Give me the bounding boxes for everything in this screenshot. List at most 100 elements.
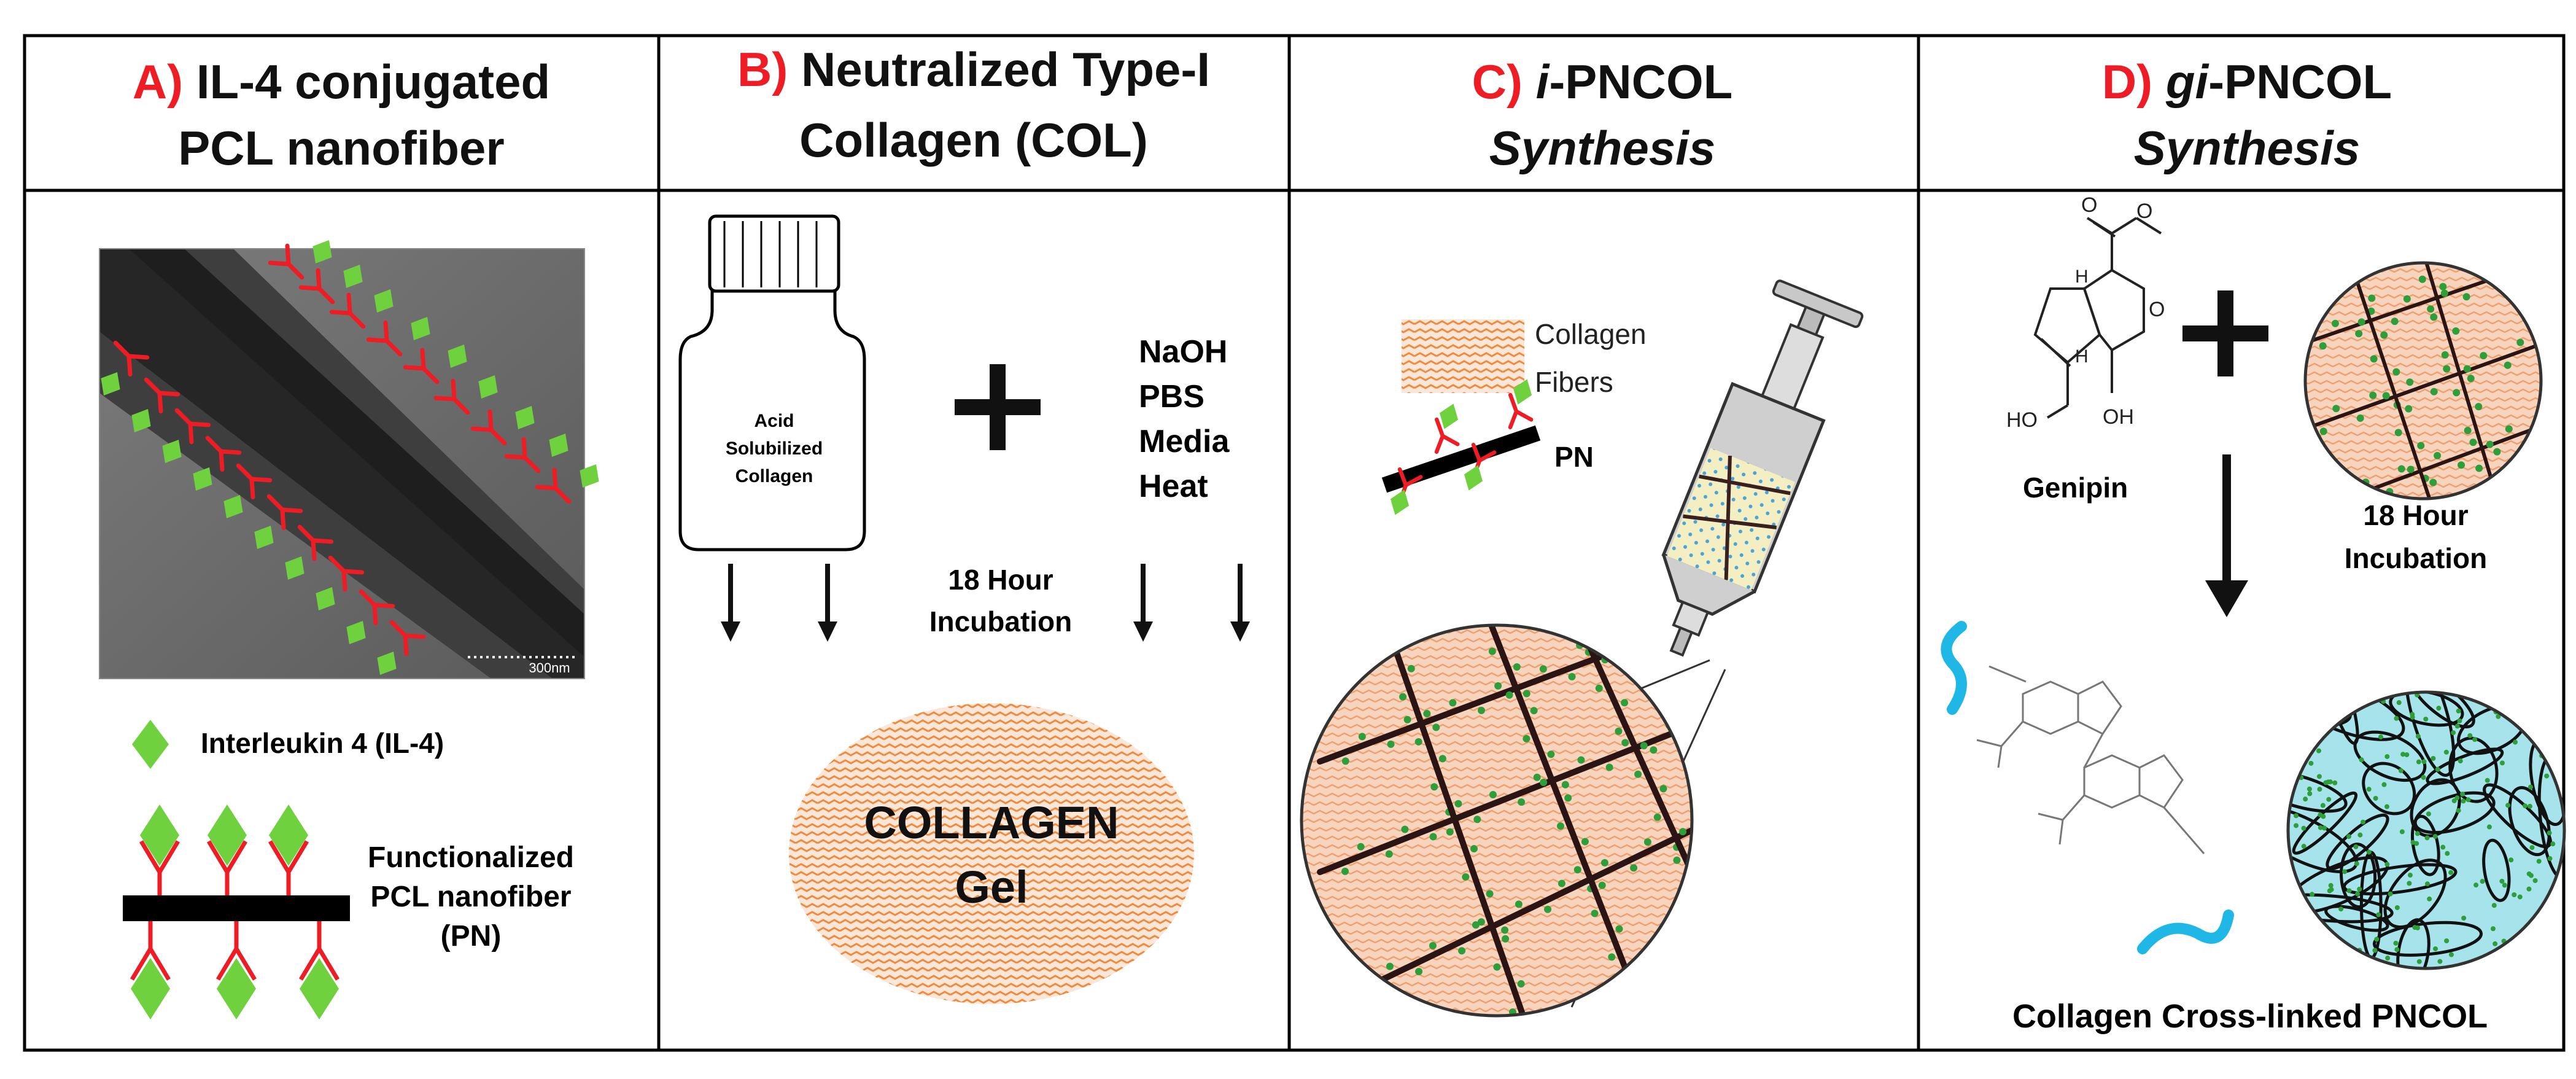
panel-a: A) IL-4 conjugated PCL nanofiber 300nm I… xyxy=(99,55,599,1019)
il4-dot xyxy=(2301,844,2306,849)
il4-dot xyxy=(2431,756,2436,762)
il4-dot xyxy=(2421,759,2427,765)
il4-dot xyxy=(2301,825,2306,831)
antibody-icon xyxy=(144,377,180,414)
legend-il4: Interleukin 4 (IL-4) xyxy=(201,727,444,759)
il4-dot xyxy=(1399,693,1407,701)
il4-dot xyxy=(1673,856,1681,864)
il4-diamond-icon xyxy=(448,344,467,368)
il4-dot xyxy=(2460,792,2465,797)
il4-dot xyxy=(2394,947,2400,952)
panel-b: B) Neutralized Type-I Collagen (COL) Aci… xyxy=(678,42,1250,1004)
pn-fiber xyxy=(2423,263,2500,499)
il4-dot xyxy=(2310,892,2315,897)
il4-dot xyxy=(2294,823,2299,828)
il4-diamond-icon xyxy=(131,408,151,433)
panel-c-title: C) i-PNCOL xyxy=(1472,55,1733,109)
il4-dot xyxy=(2294,956,2300,961)
il4-dot xyxy=(1591,910,1599,917)
il4-dot xyxy=(2445,851,2450,856)
il4-dot xyxy=(2316,730,2322,735)
il4-dot xyxy=(1357,843,1365,851)
il4-dot xyxy=(2497,478,2505,486)
pn-fiber xyxy=(2349,263,2433,499)
antibody-down xyxy=(298,921,340,981)
il4-dot xyxy=(2366,787,2372,792)
il4-dot xyxy=(2456,708,2461,714)
il4-dot xyxy=(2529,434,2537,442)
il4-dot xyxy=(2361,819,2366,825)
il4-diamond-icon xyxy=(580,464,599,488)
il4-dot xyxy=(2515,717,2521,722)
il4-dot xyxy=(2475,464,2483,472)
antibody-icon xyxy=(366,320,403,357)
il4-dot xyxy=(1458,947,1466,955)
il4-dot xyxy=(2456,808,2461,813)
il4-dot xyxy=(1429,941,1437,949)
scale-bar-label: 300nm xyxy=(529,660,570,676)
il4-dot xyxy=(2318,825,2323,830)
legend-collagen-fibers-line2: Fibers xyxy=(1535,366,1613,398)
genipin-o-ring: O xyxy=(2149,298,2165,321)
il4-dot xyxy=(1488,647,1496,655)
antibody-icon xyxy=(236,463,273,500)
il4-dot xyxy=(2427,896,2432,902)
il4-dot xyxy=(1429,833,1437,841)
il4-dot xyxy=(1659,639,1667,647)
antibody-icon xyxy=(113,340,150,377)
il4-dot xyxy=(2373,795,2378,801)
bottle-icon xyxy=(678,214,866,551)
il4-dot xyxy=(2424,881,2430,887)
il4-dot xyxy=(2505,803,2511,808)
pn-fiber xyxy=(2305,342,2541,432)
il4-dot xyxy=(2499,878,2505,884)
il4-diamond-icon xyxy=(300,958,339,1019)
il4-dot xyxy=(2493,941,2498,946)
il4-dot xyxy=(1630,631,1638,639)
genipin-label: Genipin xyxy=(2023,472,2128,504)
il4-dot xyxy=(2443,749,2449,755)
cyan-squiggle xyxy=(1941,621,2234,954)
bottle-label-line1: Acid xyxy=(754,411,794,431)
il4-diamond-icon xyxy=(549,433,568,458)
il4-dot xyxy=(2536,859,2542,864)
il4-dot xyxy=(2316,774,2322,779)
il4-dot xyxy=(2441,351,2449,359)
il4-dot xyxy=(1547,750,1555,758)
il4-dot xyxy=(1401,825,1409,833)
il4-dot xyxy=(2453,389,2461,397)
arrow-down-icon xyxy=(818,564,837,642)
il4-dot xyxy=(2380,331,2388,339)
il4-dot xyxy=(2306,786,2312,792)
il4-diamond-icon xyxy=(1464,465,1483,491)
il4-dot xyxy=(2499,281,2507,289)
il4-dot xyxy=(1530,707,1538,715)
il4-dot xyxy=(2346,834,2352,839)
il4-dot xyxy=(2518,699,2523,704)
antibody-icon xyxy=(1434,417,1460,454)
crosslink-fiber xyxy=(2411,814,2440,876)
il4-dot xyxy=(2410,839,2416,845)
il4-dot xyxy=(2320,803,2326,808)
il4-dot xyxy=(2444,938,2450,944)
reagent-media: Media xyxy=(1139,424,1230,459)
il4-dot xyxy=(1561,781,1569,789)
il4-dot xyxy=(1470,845,1478,853)
il4-dot xyxy=(2461,798,2466,804)
crosslinked-label: Collagen Cross-linked PNCOL xyxy=(2012,998,2488,1035)
il4-dot xyxy=(1414,738,1422,746)
crosslinked-genipin-structure xyxy=(1976,665,2205,854)
il4-diamond-icon xyxy=(374,289,394,313)
il4-dot xyxy=(1556,822,1564,830)
collagen-gel xyxy=(789,703,1194,1004)
il4-dot xyxy=(2407,873,2413,878)
il4-dot xyxy=(2464,426,2472,434)
il4-dot xyxy=(2298,903,2303,909)
il4-dot xyxy=(1505,691,1513,699)
il4-dot xyxy=(2526,871,2532,876)
il4-dot xyxy=(2368,294,2376,302)
il4-diamond-icon xyxy=(131,958,170,1019)
plus-icon xyxy=(2182,290,2268,376)
pn-fiber xyxy=(1384,625,1532,1016)
antibody-icon xyxy=(470,409,507,446)
